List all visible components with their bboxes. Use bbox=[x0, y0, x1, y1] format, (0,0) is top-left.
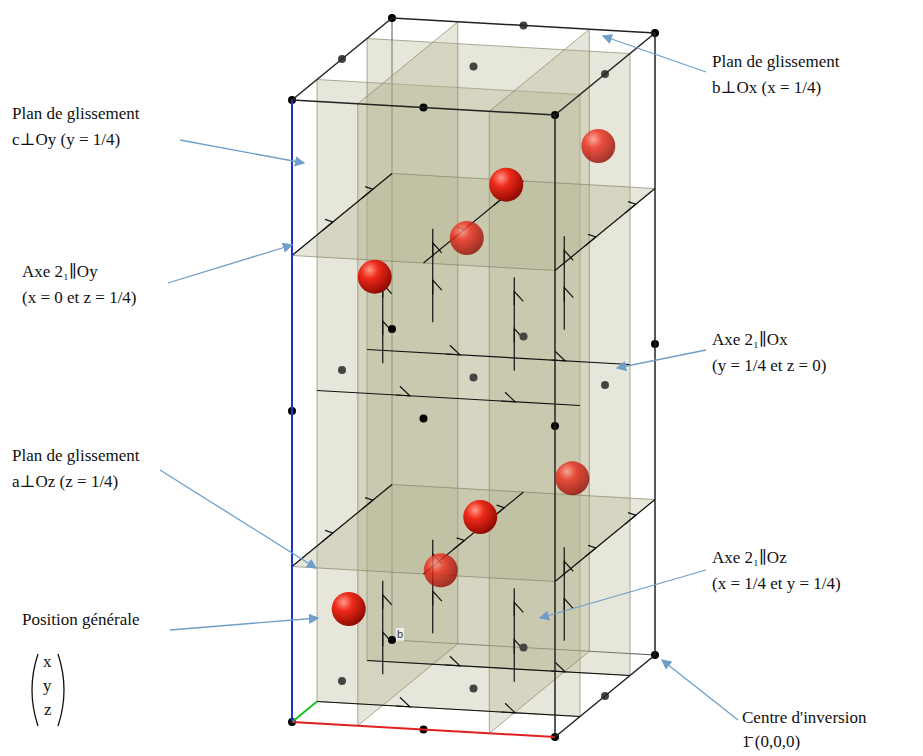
vector-bracket bbox=[58, 654, 64, 726]
inversion-centre bbox=[338, 366, 346, 374]
screw-axis-symbol bbox=[322, 219, 333, 231]
screw-axis-symbol bbox=[433, 243, 442, 257]
atom-sphere bbox=[358, 260, 392, 294]
inversion-centre bbox=[470, 685, 478, 693]
cell-edge bbox=[292, 100, 555, 115]
screw-axis-symbol bbox=[551, 351, 565, 361]
screw-axis-symbol bbox=[501, 392, 515, 402]
screw-axis-symbol bbox=[514, 291, 523, 305]
glide-plane-a bbox=[292, 174, 655, 271]
vector-bracket bbox=[32, 654, 38, 726]
screw-axis-symbol bbox=[625, 513, 636, 525]
atom-sphere bbox=[332, 592, 366, 626]
inversion-centre bbox=[520, 333, 528, 341]
atom-sphere bbox=[450, 221, 484, 255]
inversion-centre bbox=[470, 63, 478, 71]
screw-axis-symbol bbox=[585, 234, 596, 246]
leader-line bbox=[662, 660, 738, 720]
screw-axis-symbol bbox=[514, 602, 523, 616]
cell-edge bbox=[654, 33, 656, 655]
leader-line bbox=[180, 140, 304, 163]
leader-line bbox=[168, 245, 292, 283]
screw-axis-symbol bbox=[362, 187, 373, 199]
callout-text: 1̄ (0,0,0) bbox=[742, 732, 800, 752]
screw-axis-symbol bbox=[564, 561, 573, 575]
screw-axis bbox=[367, 350, 630, 365]
callout-text: Plan de glissement bbox=[712, 52, 839, 72]
axis-c bbox=[291, 100, 293, 722]
callout-text: Position générale bbox=[22, 610, 140, 630]
callout-text: y bbox=[43, 676, 52, 696]
inversion-centre bbox=[420, 415, 428, 423]
glide-plane-b bbox=[489, 29, 589, 733]
callout-text: Axe 2₁∥Oz bbox=[712, 548, 787, 568]
screw-axis bbox=[555, 500, 655, 582]
screw-axis bbox=[555, 189, 655, 271]
screw-axis bbox=[292, 174, 392, 256]
screw-axis-symbol bbox=[433, 591, 442, 605]
inversion-centre bbox=[388, 325, 396, 333]
screw-axis-symbol bbox=[433, 280, 442, 294]
cell-edge bbox=[555, 33, 655, 115]
callout-text: (y = 1/4 et z = 0) bbox=[712, 356, 827, 376]
cell-edge bbox=[555, 655, 655, 737]
axis-b bbox=[292, 702, 317, 723]
axis-label: b bbox=[396, 628, 404, 641]
screw-axis-symbol bbox=[446, 656, 460, 666]
callout-text: (x = 0 et z = 1/4) bbox=[22, 288, 137, 308]
callout-text: Plan de glissement bbox=[12, 446, 139, 466]
screw-axis-symbol bbox=[454, 538, 465, 550]
leader-line bbox=[603, 36, 706, 72]
screw-axis bbox=[292, 485, 392, 567]
callout-text: Axe 2₁∥Ox bbox=[712, 330, 788, 350]
screw-axis-symbol bbox=[383, 595, 392, 609]
screw-axis-symbol bbox=[322, 530, 333, 542]
atom-sphere bbox=[489, 168, 523, 202]
leader-line bbox=[540, 570, 706, 618]
screw-axis-symbol bbox=[564, 250, 573, 264]
screw-axis-symbol bbox=[551, 662, 565, 672]
axis-a bbox=[292, 722, 555, 737]
cell-edge bbox=[392, 18, 655, 33]
callout-text: a⊥Oz (z = 1/4) bbox=[12, 472, 118, 492]
screw-axis-symbol bbox=[625, 202, 636, 214]
screw-axis-symbol bbox=[396, 386, 410, 396]
callout-text: x bbox=[43, 652, 52, 672]
callout-text: Centre d'inversion bbox=[742, 708, 866, 728]
inversion-centre bbox=[388, 636, 396, 644]
inversion-centre bbox=[601, 381, 609, 389]
leader-line bbox=[160, 470, 316, 568]
glide-plane-b bbox=[358, 22, 458, 726]
callout-text: Plan de glissement bbox=[12, 104, 139, 124]
screw-axis-symbol bbox=[585, 545, 596, 557]
screw-axis bbox=[317, 391, 580, 406]
screw-axis-symbol bbox=[362, 498, 373, 510]
glide-plane-a bbox=[292, 485, 655, 582]
screw-axis-symbol bbox=[396, 697, 410, 707]
atom-sphere bbox=[555, 461, 589, 495]
callout-text: b⊥Ox (x = 1/4) bbox=[712, 78, 821, 98]
cell-edge bbox=[554, 115, 556, 737]
callout-text: Axe 2₁∥Oy bbox=[22, 262, 98, 282]
inversion-centre bbox=[470, 374, 478, 382]
atom-sphere bbox=[424, 553, 458, 587]
callout-text: (x = 1/4 et y = 1/4) bbox=[712, 574, 841, 594]
leader-line bbox=[617, 350, 706, 368]
inversion-centre bbox=[338, 677, 346, 685]
atom-sphere bbox=[463, 500, 497, 534]
callout-text: c⊥Oy (y = 1/4) bbox=[12, 130, 120, 150]
screw-axis bbox=[317, 702, 580, 717]
callout-text: z bbox=[44, 700, 52, 720]
leader-line bbox=[170, 618, 318, 630]
screw-axis bbox=[367, 661, 630, 676]
atom-sphere bbox=[581, 129, 615, 163]
inversion-centre bbox=[520, 644, 528, 652]
screw-axis-symbol bbox=[501, 703, 515, 713]
cell-edge bbox=[292, 18, 392, 100]
screw-axis-symbol bbox=[564, 288, 573, 302]
screw-axis-symbol bbox=[446, 345, 460, 355]
